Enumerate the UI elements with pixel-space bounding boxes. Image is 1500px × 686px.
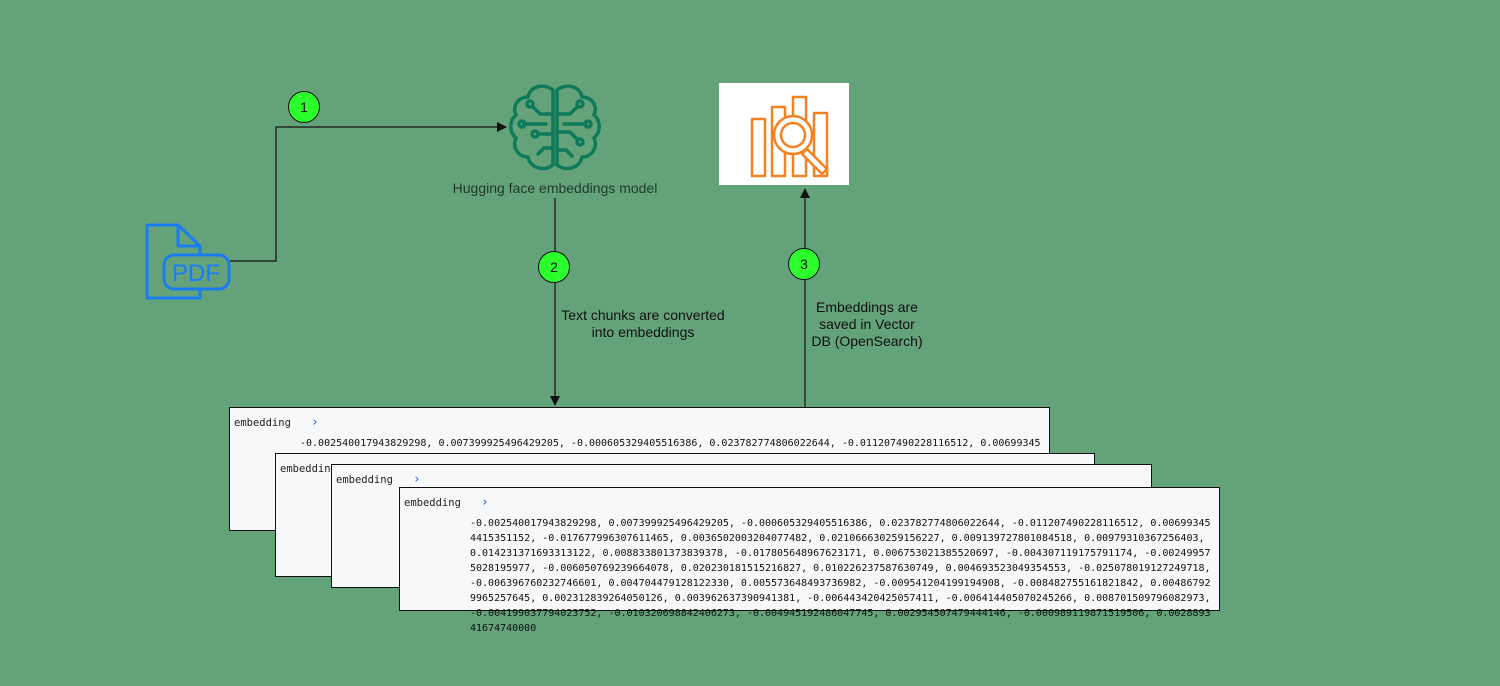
pdf-file-icon: PDF <box>144 222 232 302</box>
embedding-card-title: embedding <box>234 417 291 429</box>
chevron-right-icon[interactable]: › <box>412 472 421 487</box>
step-3-caption: Embeddings are saved in Vector DB (OpenS… <box>811 299 923 349</box>
arrow-pdf-to-model <box>230 122 507 262</box>
embedding-card: embedding › -0.002540017943829298, 0.0073… <box>399 487 1220 634</box>
chevron-right-icon[interactable]: › <box>480 495 489 510</box>
step-badge-2: 2 <box>538 251 570 283</box>
chevron-right-icon[interactable]: › <box>310 415 319 430</box>
pdf-label: PDF <box>172 260 220 287</box>
brain-circuit-icon <box>508 84 602 174</box>
model-label: Hugging face embeddings model <box>452 180 658 196</box>
step-2-caption: Text chunks are converted into embedding… <box>561 307 725 340</box>
opensearch-logo <box>719 83 849 185</box>
step-badge-3: 3 <box>788 248 820 280</box>
embedding-values: -0.002540017943829298, 0.007399925496429… <box>470 518 1211 634</box>
step-badge-1: 1 <box>288 91 320 123</box>
embedding-card-title: embedding <box>336 474 393 486</box>
embedding-card-title: embedding <box>280 463 337 475</box>
embedding-card-title: embedding <box>404 497 461 509</box>
